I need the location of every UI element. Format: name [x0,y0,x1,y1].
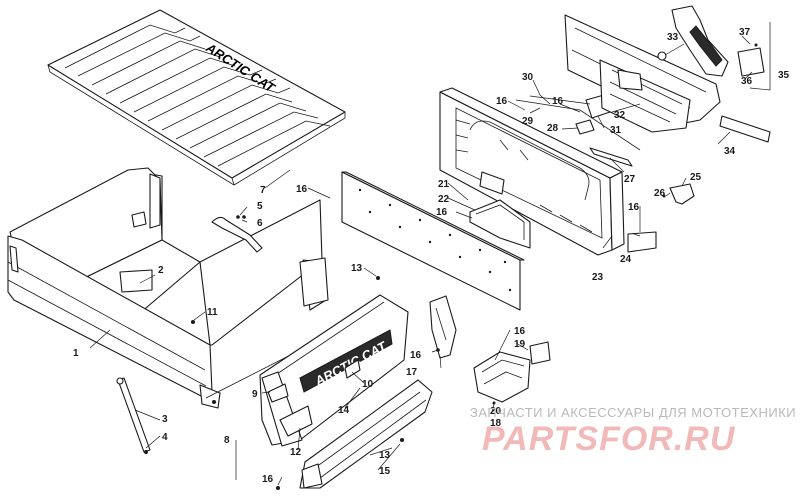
callout-17: 17 [406,367,418,378]
callout-16g: 16 [496,96,508,107]
callout-9: 9 [252,389,258,400]
callout-28: 28 [547,123,559,134]
callout-16e: 16 [262,474,274,485]
callout-6: 6 [257,218,263,229]
callout-22: 22 [438,194,450,205]
callout-13b: 13 [379,450,391,461]
bed-mat: ARCTIC CAT [47,9,346,186]
callout-5: 5 [257,201,263,212]
callout-4: 4 [162,432,168,443]
callout-26: 26 [654,188,666,199]
callout-16b: 16 [436,207,448,218]
callout-27: 27 [624,174,636,185]
tailgate-inner-frame [439,87,625,256]
callout-35: 35 [778,70,790,81]
callout-11: 11 [207,307,218,318]
watermark-logo: PARTSFOR.RU [482,420,736,458]
callout-30: 30 [522,72,534,83]
callout-32: 32 [614,110,626,121]
callout-1: 1 [73,348,79,359]
callout-3: 3 [162,414,168,425]
callout-24: 24 [620,254,632,265]
callouts: 1 2 3 4 5 6 7 8 9 10 11 12 13 13 14 15 1… [73,27,790,485]
watermark-caption: ЗАПЧАСТИ И АКСЕССУАРЫ ДЛЯ МОТОТЕХНИКИ [470,405,797,420]
callout-15: 15 [379,466,391,477]
tailgate-assembly: ARCTIC CAT [259,257,433,490]
callout-12: 12 [290,447,302,458]
callout-16h: 16 [552,96,564,107]
callout-23: 23 [592,272,604,283]
callout-16a: 16 [296,184,308,195]
callout-29: 29 [522,116,534,127]
callout-16f: 16 [628,202,640,213]
callout-21: 21 [438,179,450,190]
callout-14: 14 [338,405,350,416]
callout-25: 25 [690,172,702,183]
callout-34: 34 [724,146,736,157]
callout-13a: 13 [351,263,363,274]
callout-16d: 16 [514,326,526,337]
callout-20: 20 [490,406,502,417]
callout-7: 7 [260,185,266,196]
callout-2: 2 [158,265,164,276]
callout-16c: 16 [410,350,422,361]
callout-18: 18 [490,418,502,429]
callout-19: 19 [514,339,526,350]
callout-10: 10 [362,379,374,390]
callout-36: 36 [741,76,753,87]
callout-37: 37 [739,27,751,38]
callout-8: 8 [224,435,230,446]
callout-31: 31 [610,125,622,136]
callout-33: 33 [667,32,679,43]
tailgate-trim [564,14,721,133]
